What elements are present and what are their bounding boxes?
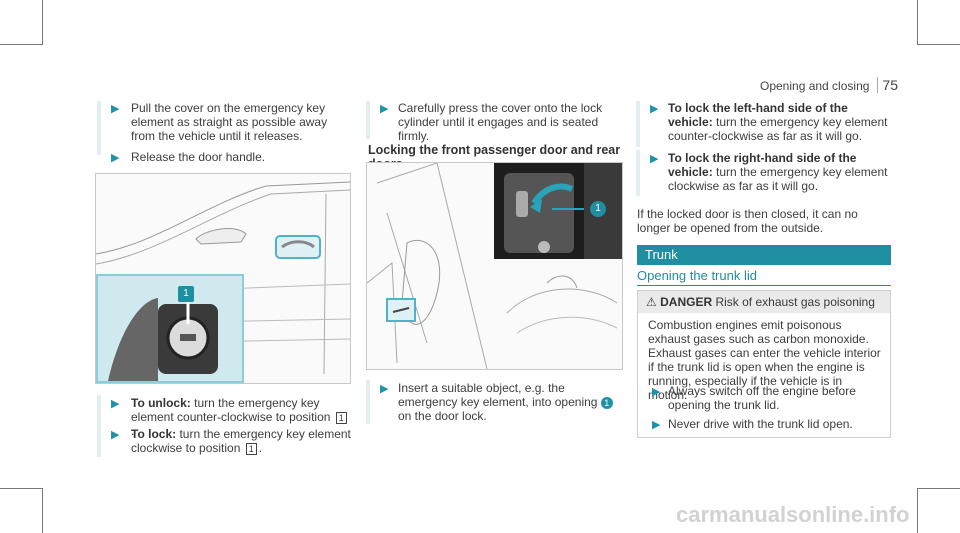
door-lock-illustration: 1 bbox=[366, 162, 623, 370]
col1-step1: Pull the cover on the emergency key elem… bbox=[131, 101, 328, 143]
crop-mark bbox=[42, 488, 43, 533]
callout-1: 1 bbox=[178, 286, 194, 302]
step-arrow-icon: ▶ bbox=[111, 398, 120, 410]
lock-text: turn the emergency key element clockwise… bbox=[131, 427, 351, 455]
step2-text-a: Insert a suitable object, e.g. the emerg… bbox=[398, 381, 598, 409]
step-arrow-icon: ▶ bbox=[380, 103, 389, 115]
col1-unlock: To unlock: turn the emergency key elemen… bbox=[131, 396, 351, 438]
lock-detail-inset: 1 bbox=[96, 274, 244, 383]
callout-1-inline: 1 bbox=[600, 396, 613, 409]
unlock-label: To unlock: bbox=[131, 396, 191, 410]
crop-mark bbox=[0, 44, 43, 45]
step-arrow-icon: ▶ bbox=[111, 429, 120, 441]
step-arrow-icon: ▶ bbox=[652, 386, 661, 398]
danger-bullet-1: Always switch off the engine before open… bbox=[668, 384, 856, 412]
crop-mark bbox=[917, 488, 960, 489]
crop-mark bbox=[917, 0, 918, 45]
col1-step2: Release the door handle. bbox=[131, 150, 266, 164]
callout-1: 1 bbox=[590, 201, 606, 217]
step-arrow-icon: ▶ bbox=[111, 152, 120, 164]
danger-text: Combustion engines emit poisonous exhaus… bbox=[648, 318, 881, 402]
step-arrow-icon: ▶ bbox=[652, 419, 661, 431]
lock-cylinder-svg bbox=[108, 296, 218, 381]
crop-mark bbox=[42, 0, 43, 45]
lock-label: To lock: bbox=[131, 427, 177, 441]
step-bar bbox=[366, 380, 370, 424]
step-bar bbox=[366, 101, 370, 139]
danger-header: ⚠ DANGER Risk of exhaust gas poisoning bbox=[638, 291, 890, 313]
step-arrow-icon: ▶ bbox=[111, 103, 120, 115]
step-bar bbox=[636, 101, 640, 147]
header-section: Opening and closing bbox=[760, 79, 870, 93]
danger-title: Risk of exhaust gas poisoning bbox=[715, 295, 875, 309]
step2-text-b: on the door lock. bbox=[398, 409, 487, 423]
col3-lock-left: To lock the left-hand side of the vehicl… bbox=[668, 101, 892, 143]
step-bar bbox=[636, 150, 640, 196]
step-bar bbox=[97, 395, 101, 457]
page-header: Opening and closing 75 bbox=[760, 77, 898, 93]
lock-detail-inset: 1 bbox=[494, 163, 622, 259]
watermark: carmanualsonline.info bbox=[676, 502, 910, 527]
crop-mark bbox=[917, 44, 960, 45]
step-bar bbox=[97, 101, 101, 155]
step-arrow-icon: ▶ bbox=[380, 383, 389, 395]
step-arrow-icon: ▶ bbox=[650, 103, 659, 115]
lock-left-label: To lock the left-hand side of the vehicl… bbox=[668, 101, 848, 129]
page-number: 75 bbox=[877, 77, 898, 93]
crop-mark bbox=[917, 488, 918, 533]
section-title-trunk: Trunk bbox=[637, 245, 891, 265]
danger-box: ⚠ DANGER Risk of exhaust gas poisoning C… bbox=[637, 290, 891, 438]
col3-lock-right: To lock the right-hand side of the vehic… bbox=[668, 151, 892, 193]
crop-mark bbox=[0, 488, 43, 489]
step-arrow-icon: ▶ bbox=[650, 153, 659, 165]
lock-right-label: To lock the right-hand side of the vehic… bbox=[668, 151, 857, 179]
position-badge: 1 bbox=[245, 443, 257, 455]
subsection-title: Opening the trunk lid bbox=[637, 268, 891, 286]
danger-bullet-2: Never drive with the trunk lid open. bbox=[668, 417, 853, 431]
lock-left-text: turn the emergency key element counter-c… bbox=[668, 115, 888, 143]
col3-note: If the locked door is then closed, it ca… bbox=[637, 207, 858, 235]
position-badge: 1 bbox=[335, 412, 347, 424]
door-interior-svg bbox=[367, 163, 618, 369]
warning-triangle-icon: ⚠ bbox=[646, 295, 657, 309]
col2-step2: Insert a suitable object, e.g. the emerg… bbox=[398, 381, 620, 423]
col2-step1: Carefully press the cover onto the lock … bbox=[398, 101, 603, 143]
unlock-text: turn the emergency key element counter-c… bbox=[131, 396, 331, 424]
col1-lock: To lock: turn the emergency key element … bbox=[131, 427, 351, 455]
car-door-illustration: 1 bbox=[95, 173, 351, 384]
lock-right-text: turn the emergency key element clockwise… bbox=[668, 165, 888, 193]
danger-label: DANGER bbox=[660, 295, 713, 309]
